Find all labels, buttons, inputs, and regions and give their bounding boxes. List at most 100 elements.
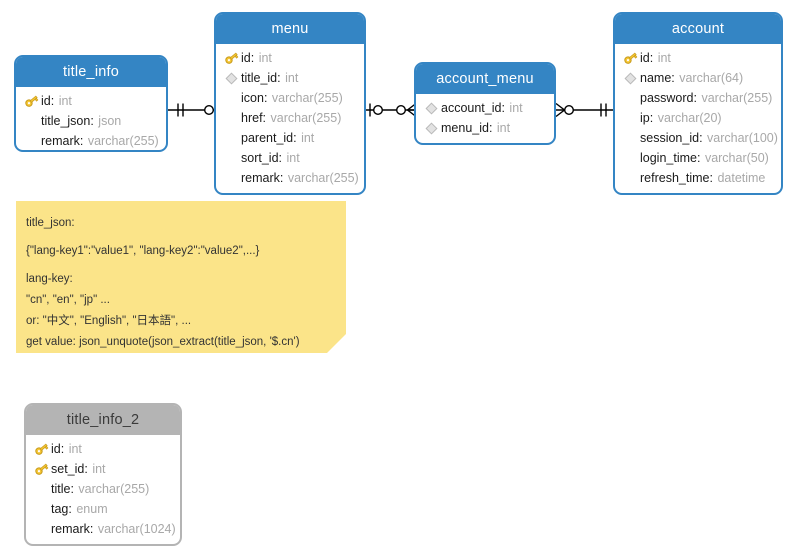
entity-title-info-2-fields: id : int set_id : int title : varchar(25… — [26, 435, 180, 544]
field-row[interactable]: session_id : varchar(100) — [615, 128, 781, 148]
entity-title-info-fields: id : int title_json : json remark : varc… — [16, 87, 166, 150]
field-name: tag — [51, 502, 69, 516]
entity-title-info-2-header: title_info_2 — [26, 405, 180, 435]
field-name: icon — [241, 91, 264, 105]
field-type: varchar(255) — [270, 111, 342, 125]
field-separator: : — [501, 101, 509, 115]
no-key-icon — [32, 520, 51, 538]
field-name: remark — [51, 522, 90, 536]
note-line: or: "中文", "English", "日本語", ... — [26, 315, 192, 327]
entity-title-info-2[interactable]: title_info_2 id : int set_id : int — [24, 403, 182, 546]
field-type: int — [68, 442, 82, 456]
field-row[interactable]: icon : varchar(255) — [216, 88, 364, 108]
field-row[interactable]: refresh_time : datetime — [615, 168, 781, 188]
note-content: title_json: {"lang-key1":"value1", "lang… — [16, 201, 346, 363]
field-row[interactable]: id : int — [26, 439, 180, 459]
field-row[interactable]: name : varchar(64) — [615, 68, 781, 88]
field-type: varchar(255) — [287, 171, 359, 185]
no-key-icon — [222, 89, 241, 107]
field-row[interactable]: title_json : json — [16, 111, 166, 131]
field-type: varchar(255) — [78, 482, 150, 496]
field-name: menu_id — [441, 121, 489, 135]
field-type: int — [509, 101, 523, 115]
field-name: remark — [241, 171, 280, 185]
no-key-icon — [222, 149, 241, 167]
no-key-icon — [621, 109, 640, 127]
field-separator: : — [488, 121, 496, 135]
field-name: session_id — [640, 131, 700, 145]
field-row[interactable]: sort_id : int — [216, 148, 364, 168]
field-separator: : — [84, 462, 92, 476]
field-row[interactable]: title_id : int — [216, 68, 364, 88]
field-name: login_time — [640, 151, 697, 165]
entity-menu[interactable]: menu id : int title_id : int icon — [214, 12, 366, 195]
field-type: enum — [76, 502, 108, 516]
note-line: lang-key: — [26, 273, 73, 285]
field-row[interactable]: menu_id : int — [416, 118, 554, 138]
field-row[interactable]: password : varchar(255) — [615, 88, 781, 108]
entity-account-menu[interactable]: account_menu account_id : int menu_id : … — [414, 62, 556, 145]
field-type: int — [301, 131, 315, 145]
no-key-icon — [32, 480, 51, 498]
field-type: int — [92, 462, 106, 476]
note-line: "cn", "en", "jp" ... — [26, 294, 110, 306]
field-row[interactable]: id : int — [615, 48, 781, 68]
field-row[interactable]: href : varchar(255) — [216, 108, 364, 128]
field-separator: : — [70, 482, 78, 496]
note-line: title_json: — [26, 217, 75, 229]
no-key-icon — [621, 89, 640, 107]
field-name: id — [640, 51, 650, 65]
no-key-icon — [222, 169, 241, 187]
field-separator: : — [279, 171, 287, 185]
field-name: set_id — [51, 462, 85, 476]
field-type: int — [58, 94, 72, 108]
field-row[interactable]: account_id : int — [416, 98, 554, 118]
field-row[interactable]: remark : varchar(1024) — [26, 519, 180, 539]
field-row[interactable]: title : varchar(255) — [26, 479, 180, 499]
field-name: refresh_time — [640, 171, 710, 185]
field-separator: : — [649, 51, 657, 65]
foreign-key-icon — [422, 119, 441, 137]
field-separator: : — [649, 111, 657, 125]
no-key-icon — [32, 500, 51, 518]
field-row[interactable]: parent_id : int — [216, 128, 364, 148]
foreign-key-icon — [222, 69, 241, 87]
field-type: int — [496, 121, 511, 135]
field-separator: : — [277, 71, 285, 85]
field-separator: : — [50, 94, 58, 108]
field-separator: : — [89, 522, 97, 536]
field-separator: : — [696, 151, 704, 165]
field-row[interactable]: ip : varchar(20) — [615, 108, 781, 128]
field-type: int — [285, 71, 299, 85]
field-type: int — [258, 51, 272, 65]
field-name: name — [640, 71, 672, 85]
field-separator: : — [263, 91, 271, 105]
no-key-icon — [222, 109, 241, 127]
field-type: varchar(50) — [704, 151, 769, 165]
field-name: title_json — [41, 114, 91, 128]
field-row[interactable]: id : int — [16, 91, 166, 111]
field-row[interactable]: remark : varchar(255) — [16, 131, 166, 150]
relationship-menu-account-menu[interactable] — [366, 100, 417, 120]
field-separator: : — [693, 91, 701, 105]
title-json-note[interactable]: title_json: {"lang-key1":"value1", "lang… — [16, 201, 346, 353]
note-line: {"lang-key1":"value1", "lang-key2":"valu… — [26, 245, 260, 257]
relationship-account-menu-account[interactable] — [555, 100, 616, 120]
entity-account-menu-header: account_menu — [416, 64, 554, 94]
field-name: ip — [640, 111, 650, 125]
field-separator: : — [68, 502, 76, 516]
field-type: varchar(255) — [87, 134, 159, 148]
field-row[interactable]: set_id : int — [26, 459, 180, 479]
entity-account[interactable]: account id : int name : varchar(64) — [613, 12, 783, 195]
field-type: int — [286, 151, 300, 165]
field-type: varchar(100) — [707, 131, 778, 145]
entity-title-info[interactable]: title_info id : int title_json : json re… — [14, 55, 168, 152]
field-row[interactable]: id : int — [216, 48, 364, 68]
field-row[interactable]: tag : enum — [26, 499, 180, 519]
field-row[interactable]: remark : varchar(255) — [216, 168, 364, 188]
no-key-icon — [22, 132, 41, 150]
primary-key-icon — [32, 460, 51, 478]
field-row[interactable]: login_time : varchar(50) — [615, 148, 781, 168]
note-line: get value: json_unquote(json_extract(tit… — [26, 336, 300, 348]
